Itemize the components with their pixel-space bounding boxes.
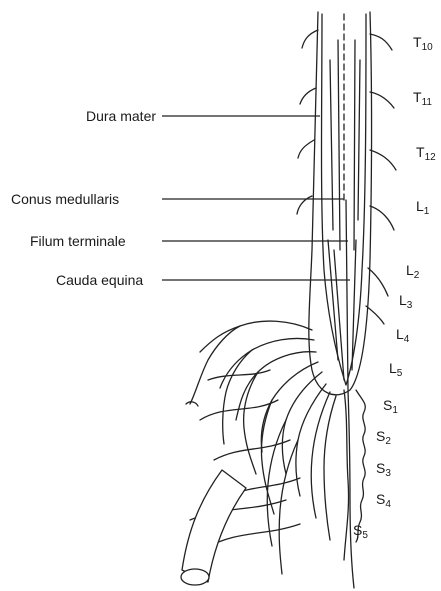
level-t10: T10 — [413, 34, 433, 56]
level-l2: L2 — [406, 262, 419, 284]
level-l5: L5 — [389, 360, 402, 382]
level-l3: L3 — [399, 292, 412, 314]
level-l1: L1 — [416, 198, 429, 220]
level-s4: S4 — [376, 491, 391, 513]
level-s2: S2 — [376, 428, 391, 450]
level-l4: L4 — [396, 326, 409, 348]
level-t12: T12 — [416, 144, 436, 166]
level-s1: S1 — [383, 397, 398, 419]
level-s3: S3 — [376, 460, 391, 482]
level-s5: S5 — [353, 522, 368, 544]
level-t11: T11 — [413, 89, 432, 111]
